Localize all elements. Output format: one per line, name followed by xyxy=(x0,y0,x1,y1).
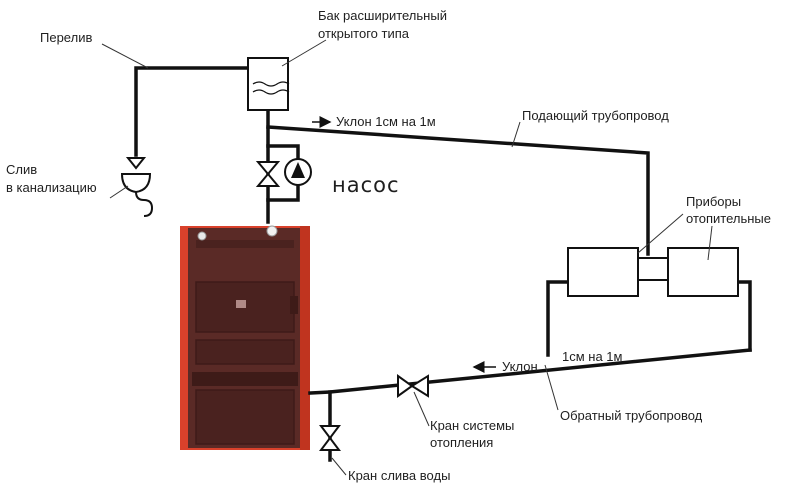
label-expansion-tank-2: открытого типа xyxy=(318,26,410,41)
label-drain-1: Слив xyxy=(6,162,37,177)
label-slope-top: Уклон 1см на 1м xyxy=(336,114,436,129)
leader-drain-valve xyxy=(331,457,347,476)
label-supply-pipe: Подающий трубопровод xyxy=(522,108,669,123)
label-slope-bottom-b: 1см на 1м xyxy=(562,349,623,364)
label-drain-valve: Кран слива воды xyxy=(348,468,450,483)
label-pump: насос xyxy=(332,173,400,197)
heating-system-valve xyxy=(397,374,429,398)
leader-overflow xyxy=(101,43,149,69)
label-expansion-tank-1: Бак расширительный xyxy=(318,8,447,23)
boiler-valve xyxy=(255,161,281,187)
boiler-gauge-left xyxy=(197,231,207,241)
label-drain-2: в канализацию xyxy=(6,180,97,195)
boiler-ash-door xyxy=(195,389,295,445)
label-heating-valve-1: Кран системы xyxy=(430,418,514,433)
boiler-thermometer xyxy=(266,225,278,237)
leader-return xyxy=(544,364,559,411)
leader-heating-valve xyxy=(413,391,430,427)
radiator-left xyxy=(567,247,639,297)
radiator-left-drop xyxy=(546,280,570,357)
drain-valve xyxy=(319,425,341,451)
boiler-handle xyxy=(290,296,298,314)
label-radiators-2: отопительные xyxy=(686,211,771,226)
label-heating-valve-2: отопления xyxy=(430,435,493,450)
leader-lines xyxy=(101,39,713,476)
label-overflow: Перелив xyxy=(40,30,92,45)
radiator-connector xyxy=(635,257,669,281)
radiator-right xyxy=(667,247,739,297)
supply-pipe-line xyxy=(266,125,650,256)
drain-funnel xyxy=(120,157,154,217)
label-slope-bottom-a: Уклон xyxy=(502,359,538,374)
expansion-tank xyxy=(247,57,290,111)
pump xyxy=(284,158,312,186)
boiler-middle-door xyxy=(195,339,295,365)
siphon-icon xyxy=(135,191,154,217)
overflow-pipe xyxy=(134,66,250,157)
radiator-right-drop xyxy=(738,280,752,352)
label-radiators-1: Приборы xyxy=(686,194,741,209)
leader-drain xyxy=(109,185,129,199)
funnel-icon xyxy=(120,173,152,194)
leader-supply xyxy=(511,121,521,148)
label-return-pipe: Обратный трубопровод xyxy=(560,408,703,423)
leader-tank xyxy=(281,39,327,67)
leader-radiators-right xyxy=(707,225,713,261)
boiler xyxy=(180,225,310,450)
boiler-logo xyxy=(236,300,246,308)
leader-radiators-left xyxy=(637,213,684,254)
boiler-upper-door xyxy=(195,281,295,333)
